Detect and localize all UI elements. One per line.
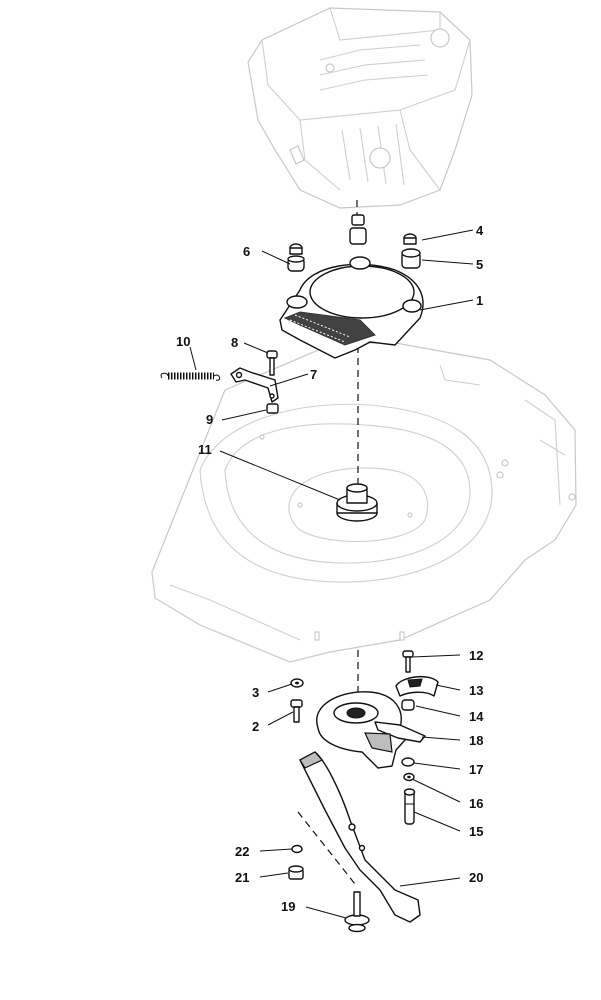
washer-22-part: [291, 844, 303, 854]
nut-21-part: [288, 865, 304, 880]
callout-5: 5: [476, 257, 483, 272]
cover-13-part: [395, 675, 439, 697]
callout-22: 22: [235, 844, 249, 859]
spacer-14-part: [401, 699, 415, 711]
callout-3: 3: [252, 685, 259, 700]
nut-4-part: [403, 233, 417, 245]
bolt-12-part: [402, 650, 414, 673]
callout-9: 9: [206, 412, 213, 427]
spring-part: [160, 372, 221, 381]
axis-blade-bolt: [297, 811, 356, 885]
lever-part: [230, 367, 279, 403]
callout-10: 10: [176, 334, 190, 349]
pin-15-part: [403, 788, 416, 825]
washer-3-part: [290, 678, 304, 688]
callout-1: 1: [476, 293, 483, 308]
callout-8: 8: [231, 335, 238, 350]
bolt-8-part: [266, 350, 278, 376]
blade-brake-clutch-part: [316, 691, 426, 769]
callout-4: 4: [476, 223, 484, 238]
callout-16: 16: [469, 796, 483, 811]
callout-7: 7: [310, 367, 317, 382]
bolt-2-part: [290, 699, 303, 723]
callout-12: 12: [469, 648, 483, 663]
callout-15: 15: [469, 824, 483, 839]
engine-ghost: [247, 7, 473, 209]
spacer-6-part: [287, 255, 305, 272]
callout-labels: 1 2 3 4 5 6 7 8 9 10 11 12 13 14 15 16 1…: [176, 223, 484, 914]
callout-21: 21: [235, 870, 249, 885]
bolt-part-top: [349, 214, 367, 245]
callout-2: 2: [252, 719, 259, 734]
callout-14: 14: [469, 709, 484, 724]
nut-6a-part: [289, 243, 303, 255]
washer-16-part: [403, 772, 415, 782]
callout-17: 17: [469, 762, 483, 777]
blade-bolt-part: [344, 891, 370, 933]
callout-13: 13: [469, 683, 483, 698]
callout-18: 18: [469, 733, 483, 748]
pulley-hub-part: [336, 483, 378, 522]
callout-11: 11: [198, 442, 212, 457]
spacer-5-part: [401, 248, 421, 269]
leader-lines: [189, 229, 474, 919]
blade-part: [299, 751, 421, 923]
support-bracket-part: [279, 256, 424, 359]
callout-20: 20: [469, 870, 483, 885]
callout-19: 19: [281, 899, 295, 914]
washer-17-part: [401, 757, 415, 767]
callout-6: 6: [243, 244, 250, 259]
nut-9-part: [266, 403, 279, 414]
